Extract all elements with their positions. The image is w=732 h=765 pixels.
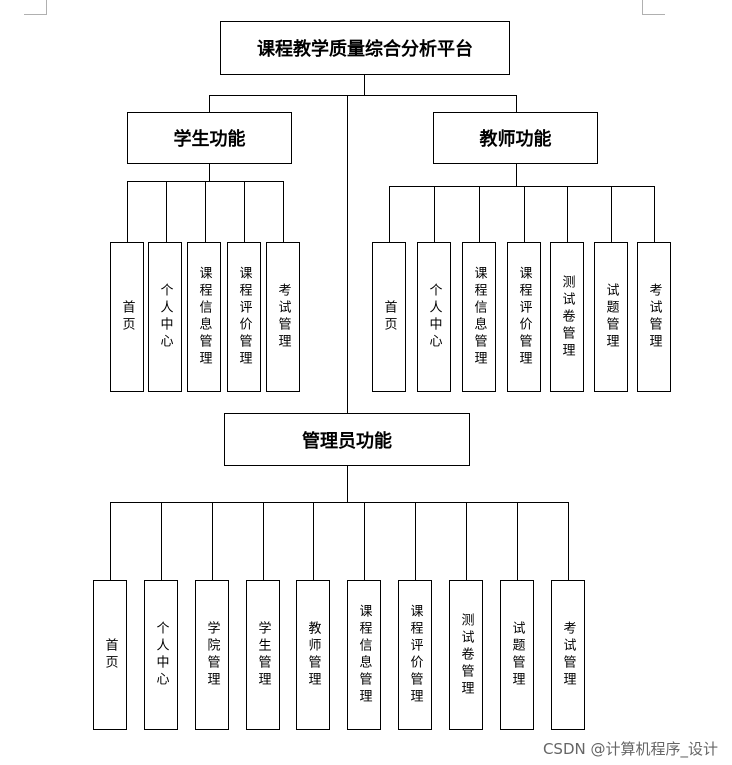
teacher-leaf-label: 个人中心 — [426, 283, 442, 351]
admin-leaf-label: 课程评价管理 — [407, 604, 423, 706]
admin-leaf-connector — [313, 502, 314, 580]
teacher-leaf-node: 课程评价管理 — [507, 242, 541, 392]
teacher-leaf-connector — [611, 186, 612, 242]
root-node: 课程教学质量综合分析平台 — [220, 21, 510, 75]
admin-leaf-connector — [161, 502, 162, 580]
admin-leaf-label: 教师管理 — [305, 621, 321, 689]
admin-trunk — [347, 95, 348, 413]
teacher-leaf-node: 试题管理 — [594, 242, 628, 392]
admin-leaf-node: 课程评价管理 — [398, 580, 432, 730]
student-leaf-connector — [205, 181, 206, 242]
teacher-leaf-label: 课程信息管理 — [471, 266, 487, 368]
admin-leaf-label: 考试管理 — [560, 621, 576, 689]
teacher-leaf-node: 首页 — [372, 242, 406, 392]
admin-leaf-label: 学生管理 — [255, 621, 271, 689]
student-leaf-node: 个人中心 — [148, 242, 182, 392]
teacher-leaf-label: 首页 — [381, 300, 397, 334]
admin-leaf-connector — [568, 502, 569, 580]
student-leaf-connector — [283, 181, 284, 242]
admin-leaf-connector — [364, 502, 365, 580]
teacher-leaf-connector — [654, 186, 655, 242]
root-title: 课程教学质量综合分析平台 — [257, 39, 473, 60]
teacher-node: 教师功能 — [433, 112, 598, 164]
student-stem — [209, 164, 210, 181]
student-leaf-node: 课程评价管理 — [227, 242, 261, 392]
page-corner-mark-left — [24, 0, 47, 15]
page-corner-mark-right — [642, 0, 665, 15]
student-drop — [209, 95, 210, 112]
admin-leaf-label: 个人中心 — [153, 621, 169, 689]
student-node: 学生功能 — [127, 112, 292, 164]
teacher-leaf-node: 课程信息管理 — [462, 242, 496, 392]
teacher-leaf-connector — [524, 186, 525, 242]
teacher-leaf-node: 考试管理 — [637, 242, 671, 392]
student-title: 学生功能 — [173, 129, 246, 150]
admin-leaf-node: 学院管理 — [195, 580, 229, 730]
admin-leaf-node: 测试卷管理 — [449, 580, 483, 730]
teacher-leaf-connector — [479, 186, 480, 242]
teacher-leaf-connector — [567, 186, 568, 242]
admin-leaf-connector — [517, 502, 518, 580]
teacher-leaf-node: 测试卷管理 — [550, 242, 584, 392]
admin-bus — [110, 502, 568, 503]
student-leaf-label: 课程信息管理 — [196, 266, 212, 368]
admin-leaf-label: 课程信息管理 — [356, 604, 372, 706]
watermark: CSDN @计算机程序_设计 — [542, 740, 718, 758]
teacher-leaf-label: 考试管理 — [646, 283, 662, 351]
admin-stem — [347, 466, 348, 502]
student-leaf-connector — [166, 181, 167, 242]
admin-leaf-connector — [263, 502, 264, 580]
student-leaf-label: 考试管理 — [275, 283, 291, 351]
admin-leaf-node: 首页 — [93, 580, 127, 730]
teacher-leaf-label: 课程评价管理 — [516, 266, 532, 368]
admin-leaf-node: 学生管理 — [246, 580, 280, 730]
teacher-bus — [389, 186, 654, 187]
admin-leaf-node: 教师管理 — [296, 580, 330, 730]
teacher-title: 教师功能 — [479, 129, 552, 150]
teacher-stem — [516, 164, 517, 186]
admin-leaf-label: 试题管理 — [509, 621, 525, 689]
teacher-leaf-label: 试题管理 — [603, 283, 619, 351]
admin-leaf-node: 个人中心 — [144, 580, 178, 730]
admin-node: 管理员功能 — [224, 413, 470, 466]
admin-leaf-node: 考试管理 — [551, 580, 585, 730]
student-leaf-connector — [244, 181, 245, 242]
teacher-leaf-connector — [434, 186, 435, 242]
teacher-leaf-label: 测试卷管理 — [559, 274, 575, 360]
admin-title: 管理员功能 — [302, 430, 392, 452]
student-leaf-label: 课程评价管理 — [236, 266, 252, 368]
admin-leaf-connector — [415, 502, 416, 580]
student-leaf-node: 首页 — [110, 242, 144, 392]
admin-leaf-connector — [110, 502, 111, 580]
root-stem — [364, 75, 365, 95]
admin-leaf-label: 测试卷管理 — [458, 612, 474, 698]
admin-leaf-node: 课程信息管理 — [347, 580, 381, 730]
student-leaf-label: 个人中心 — [157, 283, 173, 351]
teacher-leaf-connector — [389, 186, 390, 242]
teacher-leaf-node: 个人中心 — [417, 242, 451, 392]
admin-leaf-label: 首页 — [102, 638, 118, 672]
admin-leaf-node: 试题管理 — [500, 580, 534, 730]
admin-leaf-connector — [466, 502, 467, 580]
level1-bus — [209, 95, 517, 96]
student-leaf-label: 首页 — [119, 300, 135, 334]
student-leaf-node: 课程信息管理 — [187, 242, 221, 392]
student-leaf-connector — [127, 181, 128, 242]
teacher-drop — [516, 95, 517, 112]
student-leaf-node: 考试管理 — [266, 242, 300, 392]
admin-leaf-label: 学院管理 — [204, 621, 220, 689]
admin-leaf-connector — [212, 502, 213, 580]
